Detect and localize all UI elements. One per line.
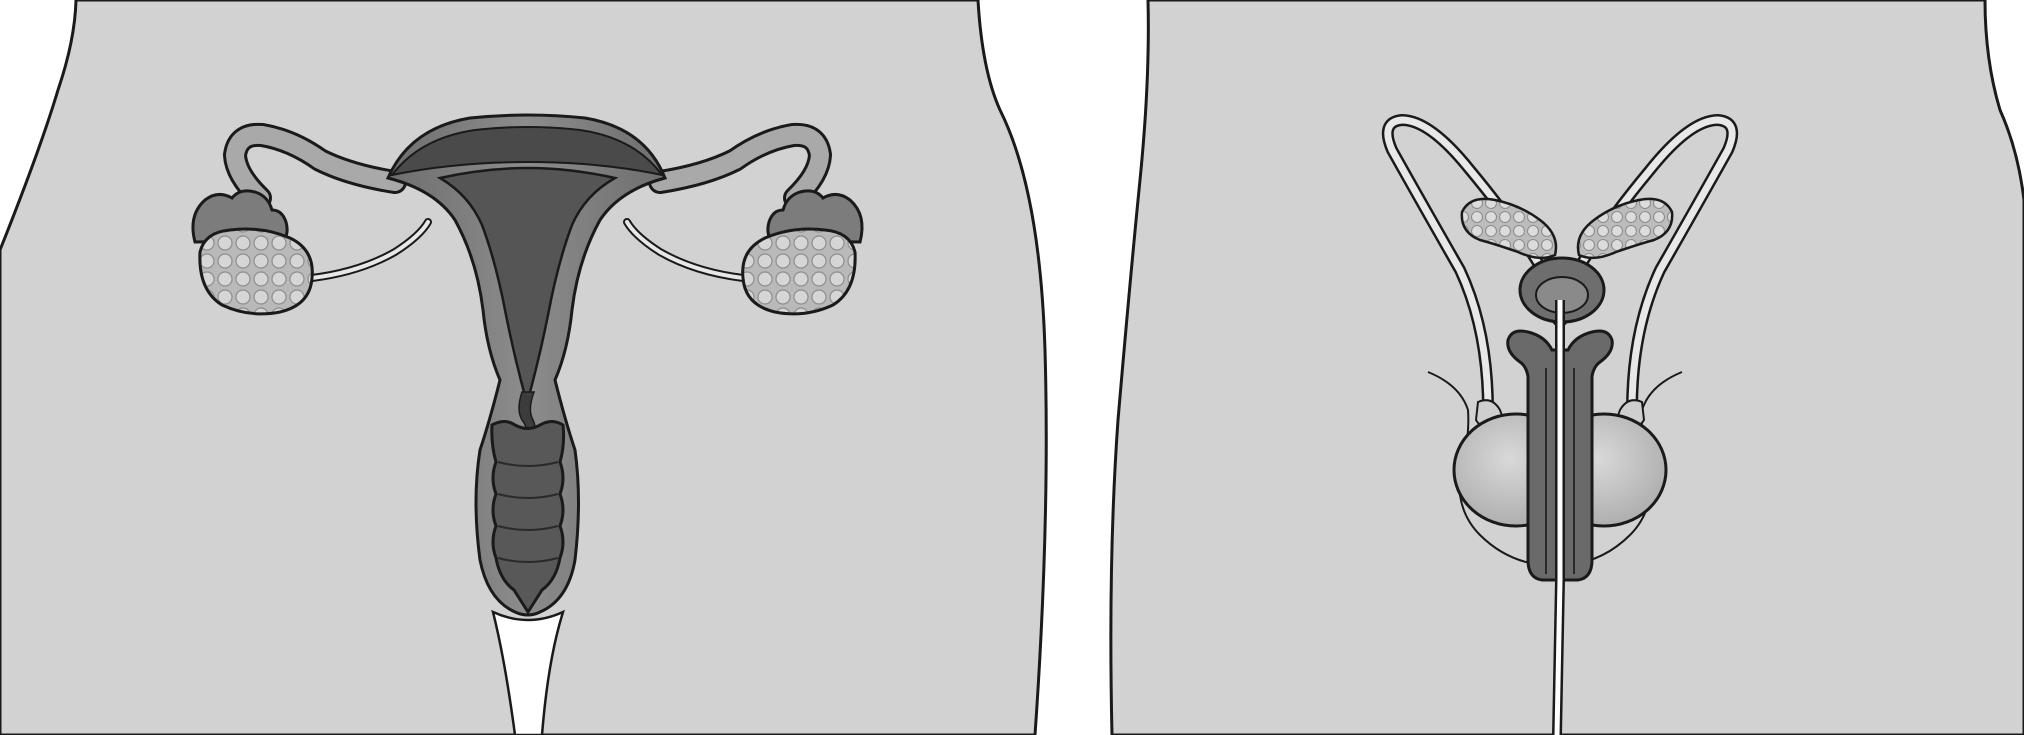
ovary-right [743, 229, 855, 314]
female-panel [0, 0, 1046, 735]
ovary-left [200, 229, 312, 314]
male-panel [1111, 0, 2024, 735]
